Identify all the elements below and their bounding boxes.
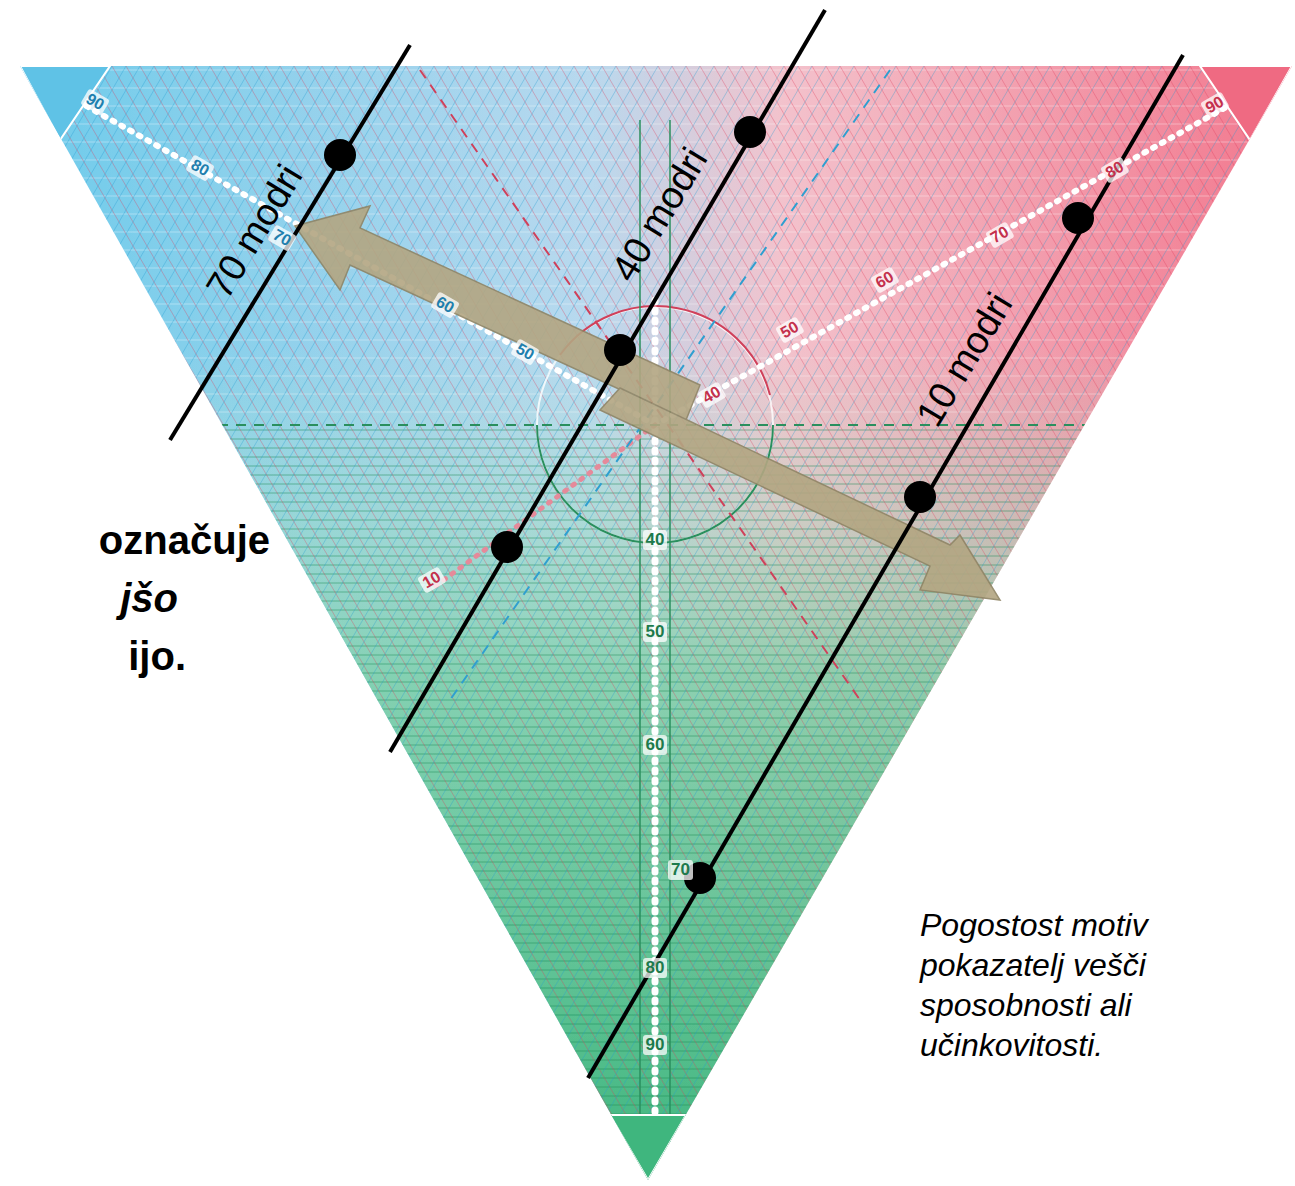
axes xyxy=(20,66,1292,1180)
dots xyxy=(324,116,1094,894)
axis-number: 50 xyxy=(643,622,668,642)
axis-number: 40 xyxy=(643,530,668,550)
note-text: pokazatelj vešči xyxy=(920,947,1146,984)
black-lines xyxy=(170,10,1183,1078)
side-text: označuje xyxy=(99,517,270,563)
grid-lines xyxy=(0,66,1295,1180)
axis-number: 90 xyxy=(643,1035,668,1055)
axis-number: 80 xyxy=(643,958,668,978)
axis-number: 70 xyxy=(668,860,693,880)
note-text: učinkovitosti. xyxy=(920,1027,1103,1064)
side-text: jšo xyxy=(120,575,178,621)
side-text: ijo. xyxy=(128,633,186,679)
note-text: sposobnosti ali xyxy=(920,987,1132,1024)
note-text: Pogostost motiv xyxy=(920,907,1148,944)
axis-number: 60 xyxy=(643,735,668,755)
